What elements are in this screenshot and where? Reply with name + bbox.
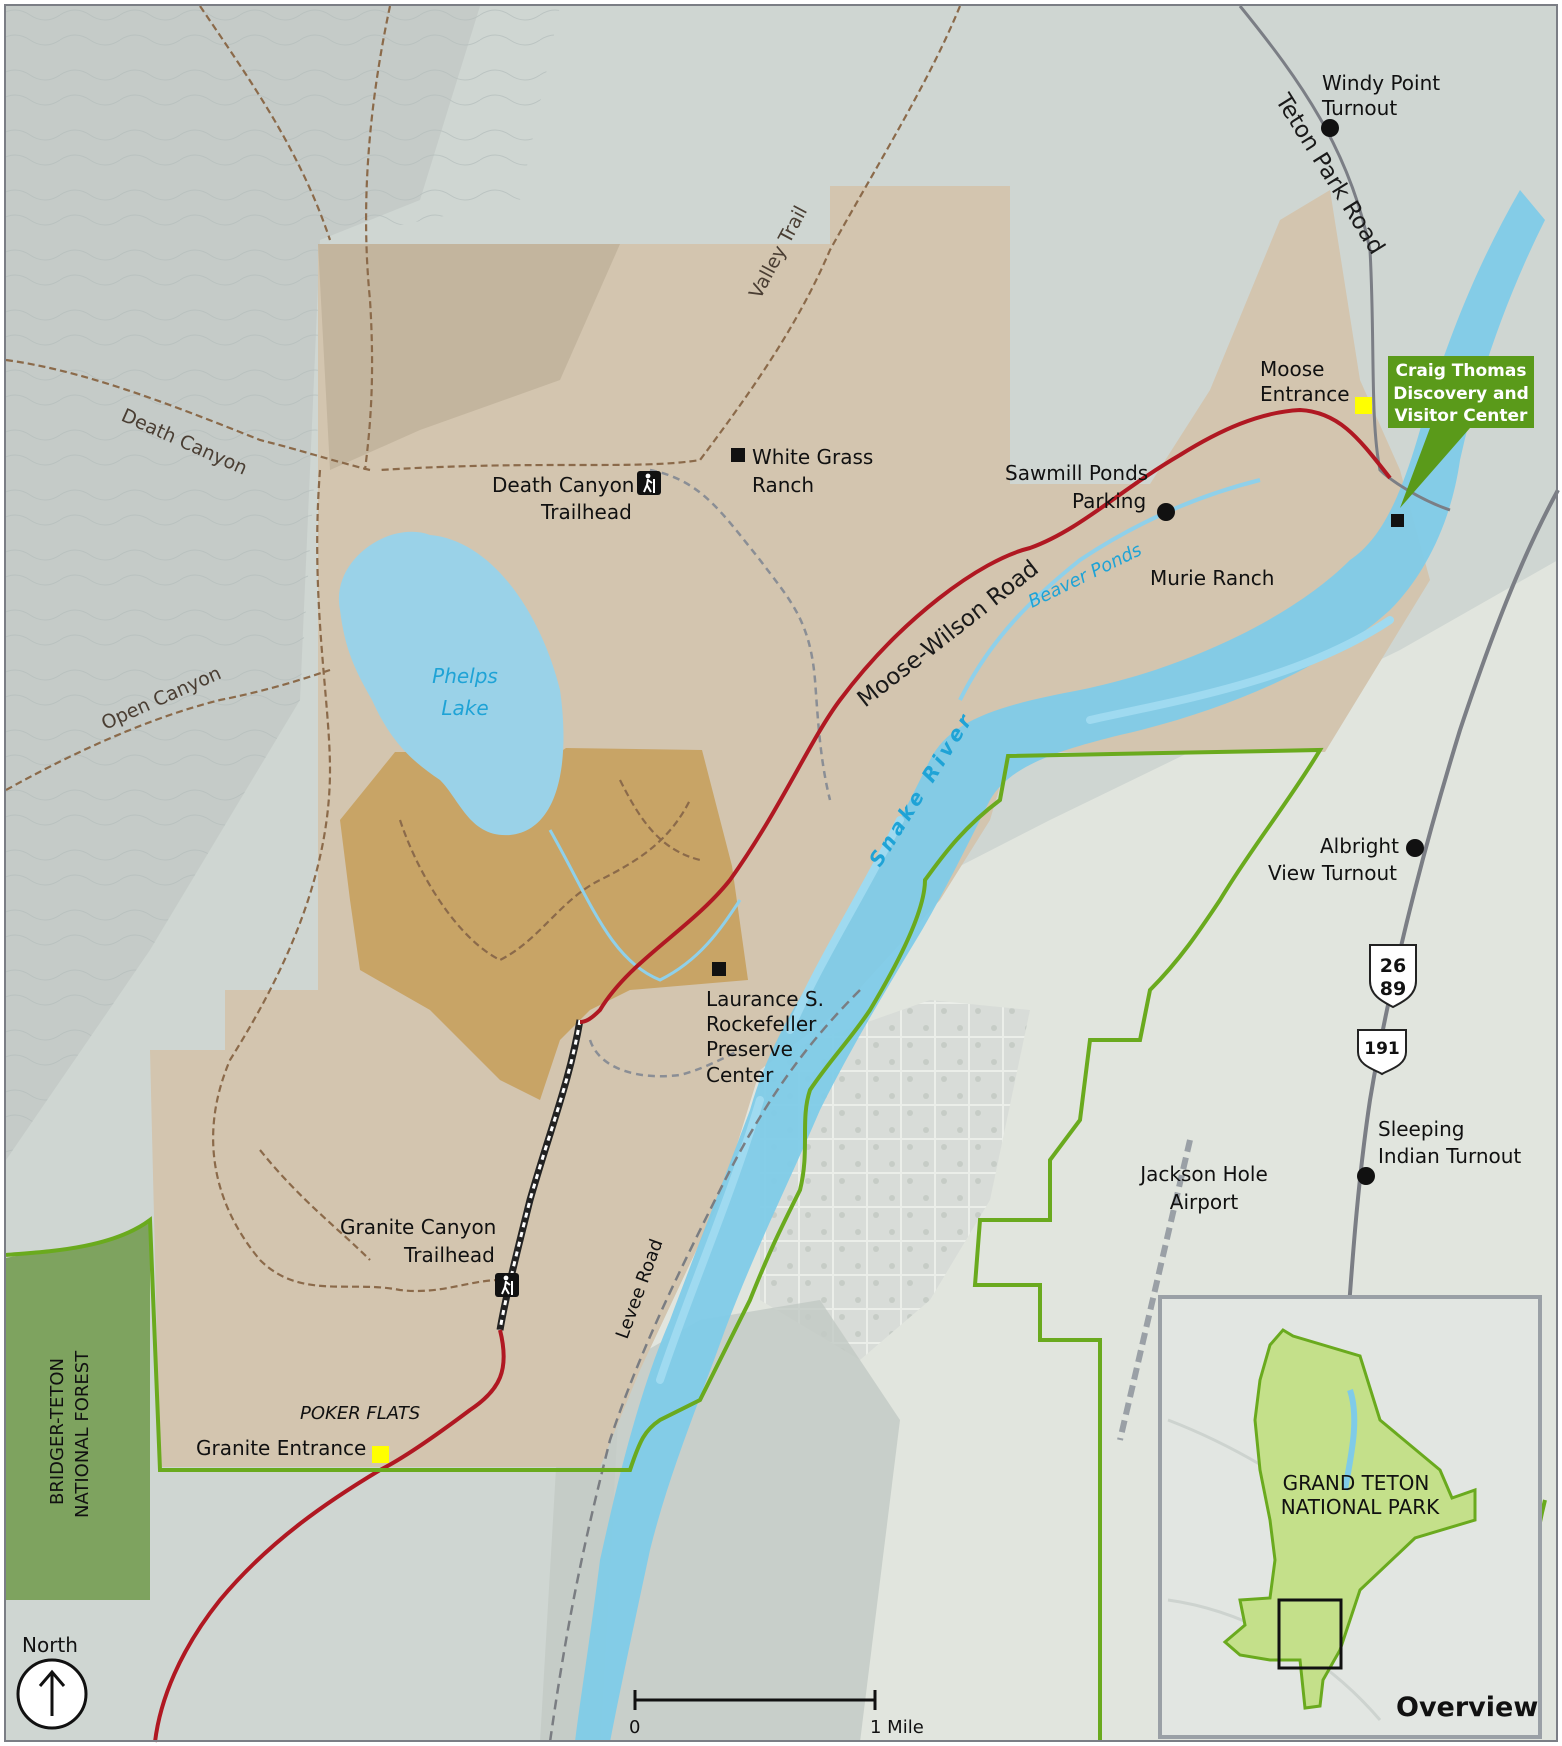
creek bbox=[548, 829, 742, 982]
sleeping-indian-label-2: Indian Turnout bbox=[1378, 1144, 1521, 1168]
overview-park-label-2: NATIONAL PARK bbox=[1281, 1495, 1440, 1519]
granite-entrance-marker bbox=[372, 1446, 389, 1463]
overview-title: Overview bbox=[1396, 1692, 1538, 1723]
windy-point-label-1: Windy Point bbox=[1322, 71, 1440, 95]
highway-26-89-191 bbox=[1343, 489, 1560, 1361]
preserve-loop bbox=[588, 1039, 741, 1078]
death-canyon-trailhead-label-1: Death Canyon bbox=[492, 473, 634, 497]
death-canyon-trailhead-icon bbox=[637, 471, 661, 495]
granite-canyon-trailhead-icon bbox=[495, 1273, 519, 1297]
murie-ranch-label: Murie Ranch bbox=[1150, 566, 1274, 590]
moose-wilson-area bbox=[150, 186, 1430, 1467]
white-grass-label-2: Ranch bbox=[752, 473, 814, 497]
scale-bar: 0 1 Mile bbox=[629, 1690, 924, 1738]
granite-canyon-trailhead-label-1: Granite Canyon bbox=[340, 1215, 496, 1239]
phelps-lake-label-1: Phelps bbox=[432, 664, 498, 688]
preserve-area bbox=[340, 748, 748, 1100]
albright-label-1: Albright bbox=[1320, 834, 1399, 858]
poker-flats-label: POKER FLATS bbox=[300, 1403, 420, 1424]
airport-label-2: Airport bbox=[1170, 1190, 1239, 1214]
route-26-label: 26 bbox=[1380, 955, 1406, 977]
moose-wilson-road-line bbox=[579, 407, 1392, 1024]
craig-thomas-callout: Craig Thomas Discovery and Visitor Cente… bbox=[1388, 356, 1534, 508]
rockefeller-label-1: Laurance S. bbox=[706, 987, 824, 1011]
national-forest-area bbox=[6, 1258, 150, 1600]
us-26-89-shield: 26 89 bbox=[1369, 944, 1417, 1009]
sawmill-ponds-label-1: Sawmill Ponds bbox=[1005, 461, 1148, 485]
albright-label-2: View Turnout bbox=[1268, 861, 1397, 885]
granite-canyon-trailhead-label-2: Trailhead bbox=[403, 1243, 495, 1267]
sawmill-ponds-label-2: Parking bbox=[1072, 489, 1146, 513]
overview-locator-box bbox=[1277, 1598, 1343, 1670]
moose-entrance-label-1: Moose bbox=[1260, 357, 1324, 381]
map-frame bbox=[4, 4, 1558, 1742]
sawmill-ponds-marker bbox=[1157, 503, 1175, 521]
north-label: North bbox=[22, 1633, 78, 1657]
overview-park-shape bbox=[1222, 1328, 1477, 1710]
granite-entrance-label: Granite Entrance bbox=[196, 1436, 366, 1460]
rockefeller-label-2: Rockefeller bbox=[706, 1012, 817, 1036]
moose-entrance-label-2: Entrance bbox=[1260, 382, 1350, 406]
phelps-lake bbox=[338, 531, 564, 836]
phelps-lake-label-2: Lake bbox=[441, 696, 488, 720]
albright-marker bbox=[1406, 839, 1424, 857]
airport-label-1: Jackson Hole bbox=[1138, 1162, 1268, 1186]
us-191-shield: 191 bbox=[1357, 1029, 1407, 1076]
craig-thomas-line3: Visitor Center bbox=[1395, 406, 1529, 426]
moose-entrance-marker bbox=[1355, 397, 1372, 414]
beaver-ponds-stream bbox=[958, 478, 1261, 701]
north-arrow: North bbox=[16, 1633, 88, 1730]
route-191-label: 191 bbox=[1364, 1039, 1400, 1059]
white-grass-label-1: White Grass bbox=[752, 445, 873, 469]
overview-park-label-1: GRAND TETON bbox=[1283, 1471, 1430, 1495]
death-canyon-trailhead-label-2: Trailhead bbox=[540, 500, 632, 524]
mountain-contours bbox=[6, 6, 560, 1160]
white-grass-marker bbox=[731, 448, 745, 462]
windy-point-label-2: Turnout bbox=[1321, 96, 1397, 120]
craig-thomas-marker bbox=[1391, 514, 1404, 527]
levee-road-line bbox=[548, 989, 861, 1743]
mountain-shade bbox=[6, 6, 480, 1160]
rockefeller-center-marker bbox=[712, 962, 726, 976]
death-canyon-spur bbox=[649, 468, 832, 801]
route-89-label: 89 bbox=[1380, 978, 1406, 1000]
moose-wilson-area-shade bbox=[318, 244, 620, 470]
sleeping-indian-marker bbox=[1357, 1167, 1375, 1185]
overview-inset: GRAND TETON NATIONAL PARK Overview bbox=[1158, 1295, 1542, 1739]
forest-label-1: BRIDGER-TETON bbox=[47, 1358, 68, 1505]
trail-network bbox=[5, 5, 962, 1293]
rockefeller-label-3: Preserve bbox=[706, 1037, 793, 1061]
rockefeller-label-4: Center bbox=[706, 1063, 774, 1087]
granite-road-line bbox=[153, 1329, 506, 1743]
snake-river-braids bbox=[656, 616, 1394, 1384]
craig-thomas-line2: Discovery and bbox=[1393, 384, 1529, 404]
airport-runway bbox=[1117, 1139, 1193, 1441]
windy-point-marker bbox=[1321, 119, 1339, 137]
scale-zero-label: 0 bbox=[629, 1717, 640, 1738]
craig-thomas-line1: Craig Thomas bbox=[1396, 361, 1527, 381]
teton-park-road-line bbox=[1238, 5, 1451, 512]
park-boundary-line bbox=[5, 747, 1324, 1742]
forest-label-2: NATIONAL FOREST bbox=[72, 1350, 93, 1518]
scale-mile-label: 1 Mile bbox=[870, 1717, 924, 1738]
sleeping-indian-label-1: Sleeping bbox=[1378, 1117, 1464, 1141]
